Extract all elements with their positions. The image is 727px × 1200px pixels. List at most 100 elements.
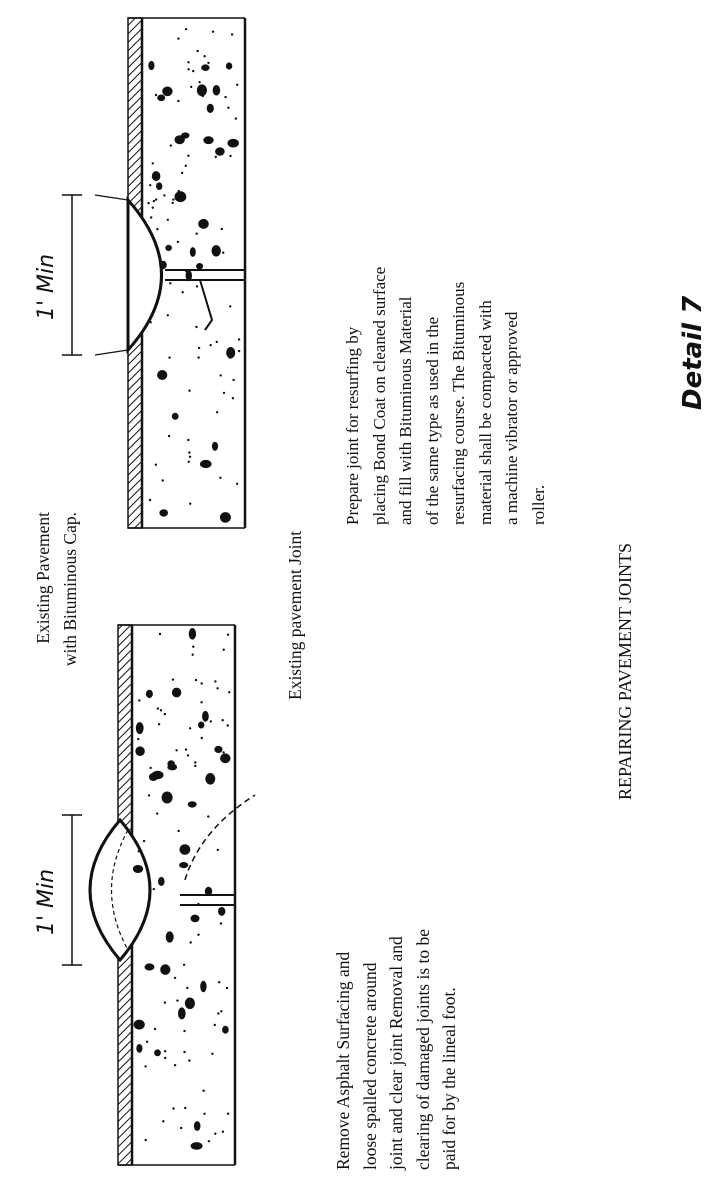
aggregate-dot bbox=[171, 412, 179, 420]
concrete-aggregate bbox=[132, 28, 241, 1150]
aggregate-dot bbox=[188, 389, 191, 392]
aggregate-dot bbox=[157, 370, 168, 380]
aggregate-dot bbox=[217, 1012, 220, 1015]
aggregate-dot bbox=[161, 791, 173, 804]
aggregate-dot bbox=[235, 482, 239, 485]
aggregate-dot bbox=[176, 999, 179, 1002]
aggregate-dot bbox=[202, 1089, 205, 1092]
aggregate-dot bbox=[196, 84, 207, 97]
aggregate-dot bbox=[142, 839, 146, 843]
aggregate-dot bbox=[222, 648, 225, 651]
aggregate-dot bbox=[165, 244, 172, 251]
aggregate-dot bbox=[211, 245, 221, 257]
aggregate-dot bbox=[171, 678, 175, 681]
aggregate-dot bbox=[226, 347, 236, 359]
existing-joint-label: Existing pavement Joint bbox=[285, 530, 305, 700]
aggregate-dot bbox=[179, 844, 191, 855]
aggregate-dot bbox=[149, 766, 152, 770]
aggregate-dot bbox=[215, 147, 225, 156]
aggregate-dot bbox=[182, 963, 186, 966]
aggregate-dot bbox=[154, 463, 158, 466]
aggregate-dot bbox=[195, 232, 198, 235]
aggregate-dot bbox=[206, 103, 214, 113]
aggregate-dot bbox=[187, 438, 190, 442]
aggregate-dot bbox=[186, 754, 190, 757]
aggregate-dot bbox=[188, 727, 192, 730]
aggregate-dot bbox=[203, 136, 214, 145]
aggregate-dot bbox=[145, 1040, 149, 1044]
aggregate-dot bbox=[201, 219, 205, 222]
aggregate-dot bbox=[212, 85, 221, 96]
aggregate-dot bbox=[152, 887, 155, 891]
aggregate-dot bbox=[144, 963, 155, 971]
aggregate-dot bbox=[229, 154, 232, 158]
aggregate-dot bbox=[158, 876, 165, 886]
aggregate-dot bbox=[232, 378, 235, 382]
remove-asphalt-note: Remove Asphalt Surfacing and loose spall… bbox=[333, 928, 459, 1170]
aggregate-dot bbox=[216, 848, 219, 852]
aggregate-dot bbox=[205, 773, 216, 785]
aggregate-dot bbox=[156, 812, 159, 815]
aggregate-dot bbox=[158, 632, 162, 636]
aggregate-dot bbox=[156, 707, 160, 710]
aggregate-dot bbox=[147, 201, 150, 205]
aggregate-dot bbox=[161, 262, 164, 266]
aggregate-dot bbox=[219, 476, 222, 479]
aggregate-dot bbox=[222, 751, 225, 754]
aggregate-dot bbox=[211, 441, 219, 451]
aggregate-dot bbox=[215, 411, 219, 414]
aggregate-dot bbox=[228, 356, 232, 359]
aggregate-dot bbox=[209, 344, 212, 347]
aggregate-dot bbox=[145, 689, 153, 699]
dimension-label-left: 1' Min bbox=[34, 868, 59, 935]
aggregate-dot bbox=[226, 633, 230, 636]
aggregate-dot bbox=[218, 907, 226, 916]
aggregate-dot bbox=[156, 228, 159, 231]
aggregate-dot bbox=[180, 171, 184, 175]
aggregate-dot bbox=[175, 749, 178, 752]
aggregate-dot bbox=[190, 1142, 203, 1150]
aggregate-dot bbox=[151, 171, 161, 182]
aggregate-dot bbox=[152, 199, 156, 203]
aggregate-dot bbox=[183, 1050, 186, 1054]
aggregate-dot bbox=[155, 198, 158, 201]
aggregate-dot bbox=[214, 1132, 217, 1135]
aggregate-dot bbox=[184, 28, 188, 31]
aggregate-dot bbox=[154, 93, 158, 97]
aggregate-dot bbox=[198, 81, 201, 84]
aggregate-dot bbox=[215, 340, 218, 344]
aggregate-dot bbox=[148, 498, 152, 502]
aggregate-dot bbox=[197, 902, 200, 906]
aggregate-dot bbox=[236, 83, 239, 87]
aggregate-dot bbox=[156, 182, 163, 190]
aggregate-dot bbox=[148, 60, 155, 71]
aggregate-dot bbox=[203, 55, 206, 58]
aggregate-dot bbox=[220, 1010, 223, 1013]
aggregate-dot bbox=[157, 723, 161, 726]
aggregate-dot bbox=[185, 270, 188, 273]
aggregate-dot bbox=[138, 699, 141, 702]
aggregate-dot bbox=[203, 1112, 206, 1116]
aggregate-dot bbox=[227, 106, 230, 109]
aggregate-dot bbox=[183, 1029, 186, 1033]
aggregate-dot bbox=[146, 869, 149, 872]
aggregate-dot bbox=[151, 162, 154, 165]
aggregate-dot bbox=[184, 164, 187, 167]
aggregate-dot bbox=[224, 95, 227, 99]
aggregate-dot bbox=[230, 33, 234, 36]
aggregate-dot bbox=[150, 216, 153, 219]
aggregate-dot bbox=[194, 764, 197, 768]
aggregate-dot bbox=[188, 1059, 191, 1062]
aggregate-dot bbox=[168, 356, 171, 359]
aggregate-dot bbox=[185, 270, 192, 282]
aggregate-dot bbox=[187, 801, 197, 808]
aggregate-dot bbox=[133, 1019, 145, 1030]
aggregate-dot bbox=[162, 1120, 165, 1123]
aggregate-dot bbox=[154, 1049, 161, 1057]
aggregate-dot bbox=[199, 85, 202, 88]
aggregate-dot bbox=[137, 737, 140, 741]
aggregate-dot bbox=[221, 719, 224, 722]
aggregate-dot bbox=[226, 724, 229, 727]
aggregate-dot bbox=[151, 770, 164, 780]
aggregate-dot bbox=[144, 1065, 147, 1068]
